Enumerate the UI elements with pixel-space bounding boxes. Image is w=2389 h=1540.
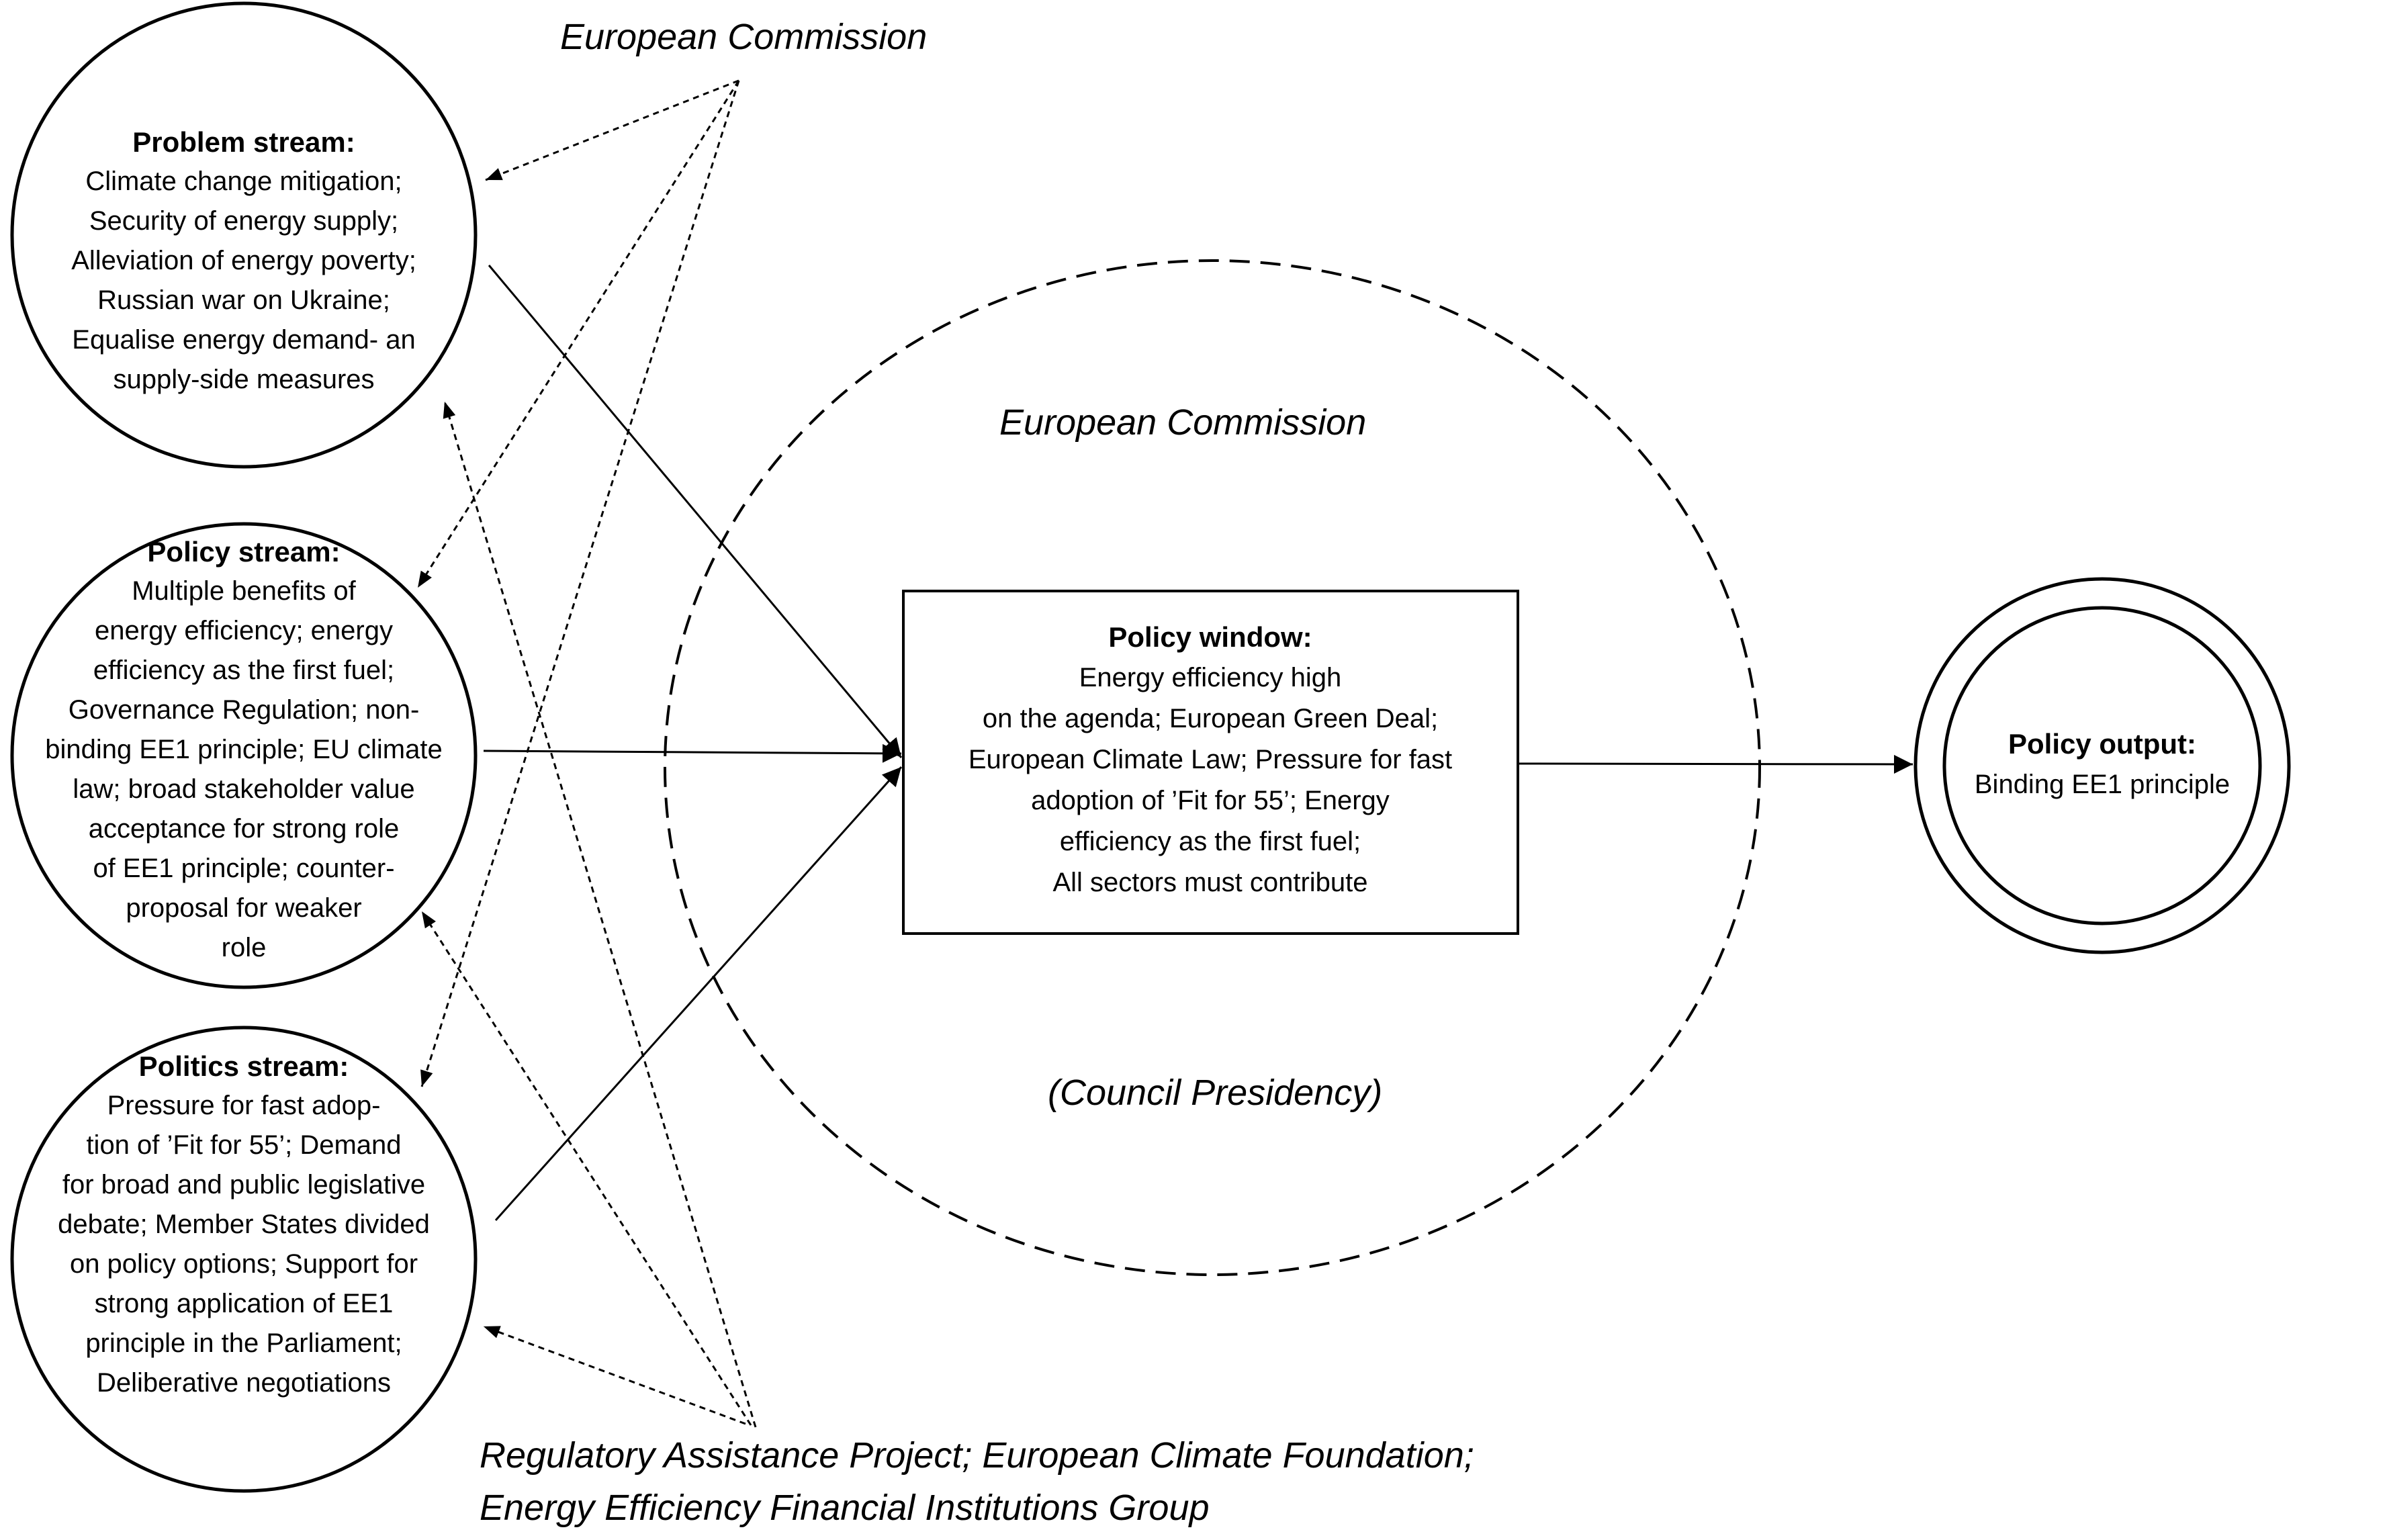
policy-window-title: Policy window: <box>1108 621 1312 653</box>
policy-window-line: efficiency as the first fuel; <box>1059 827 1361 856</box>
politics-stream-line: tion of ’Fit for 55’; Demand <box>86 1130 402 1160</box>
problem-stream-line: supply-side measures <box>113 365 375 394</box>
politics-stream-line: debate; Member States divided <box>58 1210 430 1239</box>
policy-window-line: European Climate Law; Pressure for fast <box>968 745 1453 774</box>
problem-stream-line: Climate change mitigation; <box>85 167 402 196</box>
policy-window-text: Policy window: Energy efficiency high on… <box>908 617 1513 903</box>
politics-stream-title: Politics stream: <box>138 1050 349 1082</box>
council-presidency-label: (Council Presidency) <box>1048 1073 1383 1113</box>
politics-stream-text: Politics stream: Pressure for fast adop-… <box>19 1046 469 1403</box>
problem-stream-line: Equalise energy demand- an <box>72 325 416 355</box>
politics-stream-line: strong application of EE1 <box>94 1289 394 1318</box>
policy-stream-line: of EE1 principle; counter- <box>93 854 395 883</box>
problem-stream-line: Russian war on Ukraine; <box>97 285 390 315</box>
politics-stream-line: Pressure for fast adop- <box>107 1091 381 1120</box>
politics-stream-circle <box>10 1026 478 1493</box>
dotted-arrow-actors-to-policy <box>420 911 752 1426</box>
politics-stream-line: for broad and public legislative <box>62 1170 426 1199</box>
dotted-arrow-commission-to-problem <box>485 79 739 181</box>
problem-stream-line: Security of energy supply; <box>89 206 399 236</box>
policy-window-dashed-circle <box>664 259 1761 1276</box>
dotted-arrow-actors-to-problem <box>443 401 757 1428</box>
politics-stream-line: Deliberative negotiations <box>96 1368 392 1398</box>
policy-stream-line: Multiple benefits of <box>132 576 356 606</box>
dotted-arrow-commission-to-politics <box>420 80 740 1087</box>
dotted-arrow-actors-to-politics <box>483 1325 746 1425</box>
policy-stream-line: role <box>221 933 267 962</box>
bottom-actors-label-line2: Energy Efficiency Financial Institutions… <box>480 1488 1210 1528</box>
policy-output-outer-circle <box>1913 577 2291 954</box>
policy-stream-line: law; broad stakeholder value <box>73 774 415 804</box>
policy-window-line: on the agenda; European Green Deal; <box>982 704 1439 733</box>
european-commission-window-label: European Commission <box>999 402 1367 443</box>
european-commission-top-label: European Commission <box>560 17 928 57</box>
policy-stream-title: Policy stream: <box>147 536 341 568</box>
policy-window-line: All sectors must contribute <box>1052 868 1368 897</box>
policy-output-title: Policy output: <box>2008 728 2196 760</box>
policy-stream-line: Governance Regulation; non- <box>68 695 420 725</box>
bottom-actors-label-line1: Regulatory Assistance Project; European … <box>480 1435 1474 1476</box>
policy-output-line: Binding EE1 principle <box>1974 770 2230 799</box>
policy-stream-line: proposal for weaker <box>126 893 362 923</box>
policy-output-inner-circle <box>1942 606 2262 925</box>
problem-stream-circle <box>10 1 478 469</box>
policy-output-text: Policy output: Binding EE1 principle <box>1948 724 2257 805</box>
arrow-problem-to-window <box>488 265 903 758</box>
policy-stream-line: binding EE1 principle; EU climate <box>45 735 443 764</box>
politics-stream-line: on policy options; Support for <box>69 1249 418 1279</box>
policy-stream-line: energy efficiency; energy <box>95 616 393 645</box>
arrow-policy-to-window <box>483 743 902 763</box>
problem-stream-title: Problem stream: <box>132 126 355 158</box>
policy-window-box <box>902 590 1519 935</box>
arrow-politics-to-window <box>494 766 903 1222</box>
dotted-arrow-commission-to-policy <box>416 80 740 588</box>
policy-stream-text: Policy stream: Multiple benefits of ener… <box>12 532 476 968</box>
problem-stream-text: Problem stream: Climate change mitigatio… <box>32 122 455 400</box>
policy-stream-line: efficiency as the first fuel; <box>93 655 395 685</box>
policy-window-line: Energy efficiency high <box>1079 663 1342 692</box>
problem-stream-line: Alleviation of energy poverty; <box>71 246 416 275</box>
policy-window-line: adoption of ’Fit for 55’; Energy <box>1031 786 1390 815</box>
policy-stream-line: acceptance for strong role <box>88 814 400 844</box>
policy-stream-circle <box>10 522 478 989</box>
politics-stream-line: principle in the Parliament; <box>85 1328 402 1358</box>
